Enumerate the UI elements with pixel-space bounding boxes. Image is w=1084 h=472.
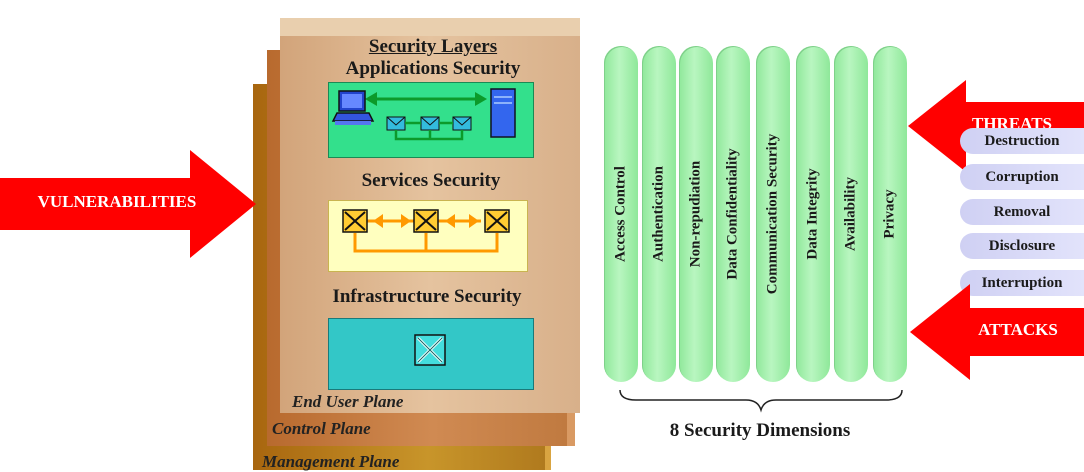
- threat-item: Disclosure: [960, 233, 1084, 259]
- security-layers-heading: Security Layers: [368, 36, 498, 57]
- applications-security-box: [328, 82, 534, 158]
- attacks-arrow: [910, 284, 1084, 380]
- dimension-bar: Data Integrity: [796, 46, 830, 382]
- dimension-bar: Communication Security: [756, 46, 790, 382]
- computer-icon: [331, 90, 375, 125]
- vulnerabilities-arrow: [0, 150, 256, 258]
- infrastructure-network-diagram: [414, 334, 446, 366]
- dimensions-caption: 8 Security Dimensions: [669, 420, 851, 441]
- dimension-bar: Access Control: [604, 46, 638, 382]
- threat-item: Removal: [960, 199, 1084, 225]
- infrastructure-security-box: [328, 318, 534, 390]
- vulnerabilities-label: VULNERABILITIES: [37, 192, 197, 211]
- dimension-label: Access Control: [612, 166, 629, 262]
- end-user-plane-label: End User Plane: [292, 392, 404, 411]
- applications-network-diagram: [331, 88, 516, 141]
- control-plane-label: Control Plane: [272, 419, 371, 438]
- dimension-bar: Non-repudiation: [679, 46, 713, 382]
- dimension-label: Authentication: [650, 166, 667, 262]
- switch-icon: [342, 209, 510, 233]
- threat-item: Destruction: [960, 128, 1084, 154]
- infrastructure-security-title: Infrastructure Security: [332, 286, 522, 307]
- dimension-bar: Availability: [834, 46, 868, 382]
- services-security-box: [328, 200, 528, 272]
- dimension-label: Data Integrity: [804, 168, 821, 260]
- dimensions-brace: [619, 389, 903, 413]
- dimension-label: Privacy: [881, 189, 898, 239]
- dimension-bar: Authentication: [642, 46, 676, 382]
- services-network-diagram: [342, 209, 510, 253]
- envelope-icon: [386, 116, 472, 131]
- router-icon: [414, 334, 446, 366]
- dimension-label: Communication Security: [764, 133, 781, 295]
- attacks-label: ATTACKS: [978, 320, 1058, 339]
- dimension-bar: Privacy: [873, 46, 907, 382]
- services-security-title: Services Security: [361, 170, 501, 191]
- server-icon: [490, 88, 516, 138]
- dimension-label: Data Confidentiality: [724, 148, 741, 280]
- applications-security-title: Applications Security: [345, 58, 521, 79]
- management-plane-label: Management Plane: [262, 452, 400, 471]
- dimension-label: Non-repudiation: [687, 160, 704, 268]
- dimension-label: Availability: [842, 177, 859, 251]
- dimension-bar: Data Confidentiality: [716, 46, 750, 382]
- threat-item: Corruption: [960, 164, 1084, 190]
- threat-item: Interruption: [960, 270, 1084, 296]
